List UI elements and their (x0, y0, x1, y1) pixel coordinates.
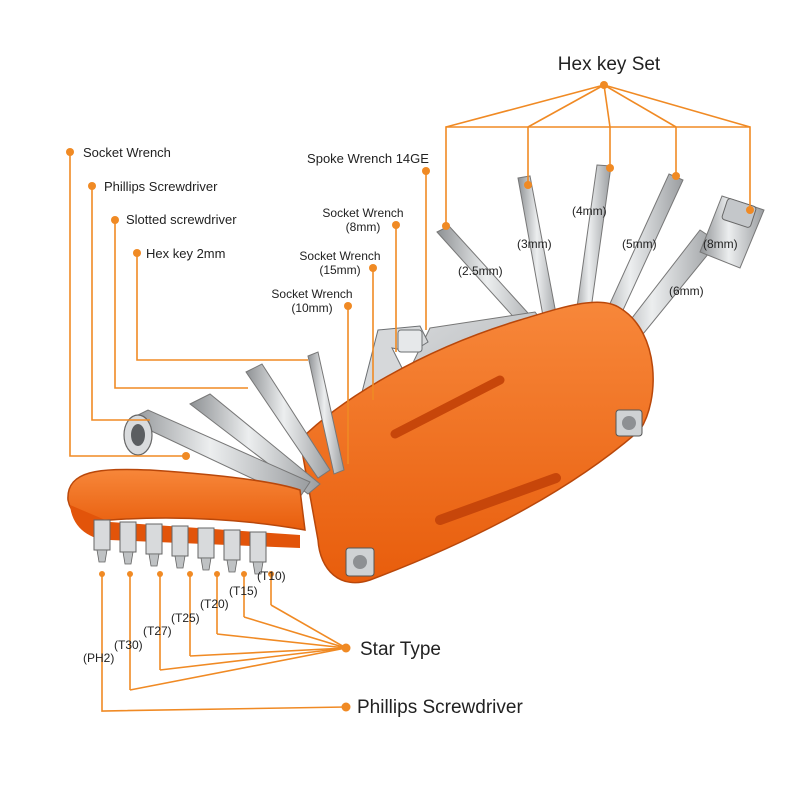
bit-t25-label: (T25) (171, 611, 200, 625)
socket-wrench-8mm-label: Socket Wrench (8mm) (322, 206, 404, 235)
socket-wrench-10mm-size: (10mm) (291, 300, 333, 315)
bit-ph2-label: (PH2) (83, 651, 115, 665)
socket-wrench-10mm-name: Socket Wrench (271, 287, 353, 301)
hex-4mm-label: (4mm) (572, 204, 607, 218)
socket-wrench-15mm-label: Socket Wrench (15mm) (299, 249, 381, 278)
callout-lines (69, 84, 751, 712)
orange-side-plate (299, 301, 654, 584)
socket-wrench-15mm-name: Socket Wrench (299, 249, 381, 263)
bit-t27-label: (T27) (143, 624, 172, 638)
bits (93, 519, 267, 575)
spoke-wrench-label: Spoke Wrench 14GE (307, 151, 429, 166)
bit-t20-label: (T20) (200, 597, 229, 611)
callout-dots (66, 81, 754, 712)
socket-wrench-tube (123, 409, 311, 501)
bit-t10-label: (T10) (257, 569, 286, 583)
socket-wrench-label: Socket Wrench (83, 145, 171, 160)
hex-3mm-label: (3mm) (517, 237, 552, 251)
socket-wrench-8mm-size: (8mm) (345, 219, 381, 234)
hex-8mm-label: (8mm) (703, 237, 738, 251)
hex-key-set-label: Hex key Set (557, 54, 661, 75)
socket-wrench-8mm-name: Socket Wrench (322, 206, 404, 220)
bit-t15-label: (T15) (229, 584, 258, 598)
hex-2-5mm-label: (2.5mm) (458, 264, 503, 278)
star-type-label: Star Type (360, 639, 441, 660)
phillips-screwdriver-bottom-label: Phillips Screwdriver (357, 697, 523, 718)
phillips-screwdriver-label: Phillips Screwdriver (104, 179, 218, 194)
slotted-screwdriver (245, 363, 331, 479)
socket-wrench-10mm-label: Socket Wrench (10mm) (271, 287, 353, 316)
hex-6mm-label: (6mm) (669, 284, 704, 298)
hex-5mm-label: (5mm) (622, 237, 657, 251)
bit-t30-label: (T30) (114, 638, 143, 652)
slotted-screwdriver-label: Slotted screwdriver (126, 212, 237, 227)
socket-wrench-15mm-size: (15mm) (319, 262, 361, 277)
left-tools (123, 351, 345, 501)
hex-key-2mm-label: Hex key 2mm (146, 246, 226, 261)
hex-key-2mm (307, 351, 345, 475)
